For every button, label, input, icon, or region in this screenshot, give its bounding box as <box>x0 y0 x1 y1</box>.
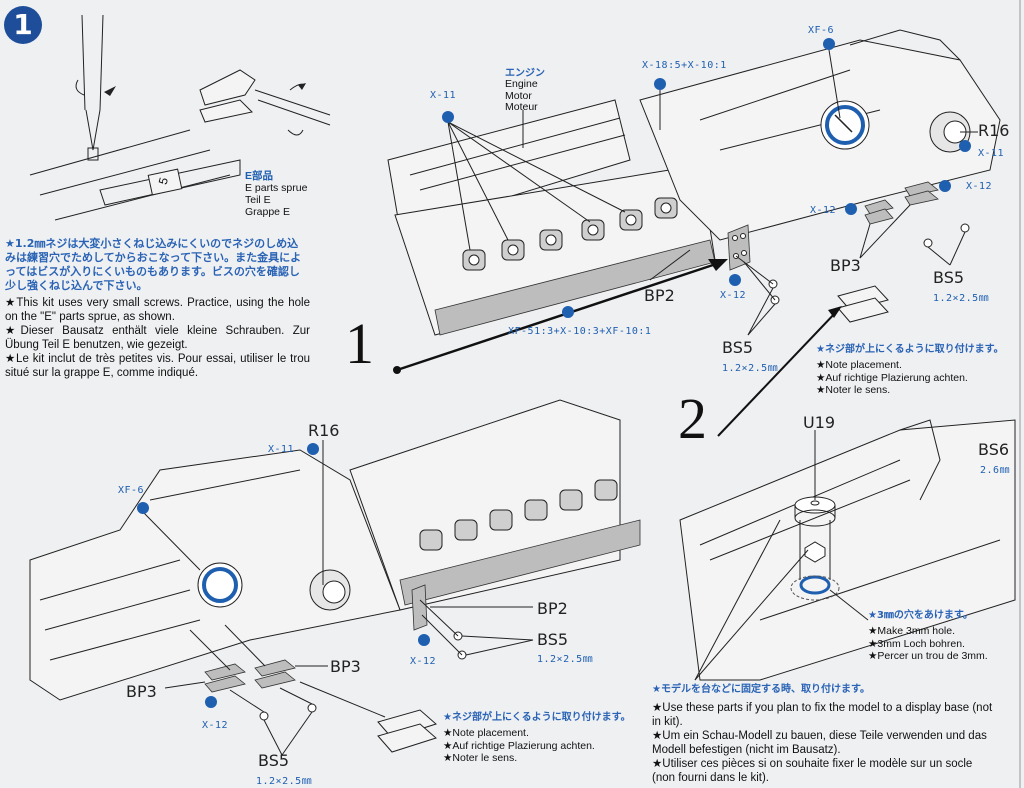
display-note-fr: ★Utiliser ces pièces si on souhaite fixe… <box>652 758 973 784</box>
paint-code-x12-bp3-right: X-12 <box>966 181 993 192</box>
part-label-bs5-bottom: BS5 <box>258 751 290 770</box>
hole-note: ★3㎜の穴をあけます。 ★Make 3mm hole. ★3mm Loch bo… <box>868 609 988 663</box>
paint-code-x18-mix: X-18:5+X-10:1 <box>642 60 727 71</box>
placement-note-top-en: ★Note placement. <box>816 359 902 371</box>
part-label-bp3-bottom-right: BP3 <box>330 657 361 676</box>
display-note-de: ★Um ein Schau-Modell zu bauen, diese Tei… <box>652 730 987 756</box>
placement-note-bottom-jp: ★ネジ部が上にくるように取り付けます。 <box>443 712 631 723</box>
sprue-label-de: Teil E <box>245 194 271 206</box>
screw-size-bs5-top-right: 1.2×2.5㎜ <box>933 293 990 304</box>
engine-label-de: Motor <box>505 89 532 102</box>
hole-note-en: ★Make 3mm hole. <box>868 625 956 637</box>
sprue-label-fr: Grappe E <box>245 206 290 218</box>
part-label-u19: U19 <box>803 413 836 432</box>
paint-code-x12-bp3-bottom: X-12 <box>202 720 229 731</box>
paint-code-x11-bottom: X-11 <box>268 444 295 455</box>
sprue-label: E部品 E parts sprue Teil E Grappe E <box>245 170 307 218</box>
display-note: ★Use these parts if you plan to fix the … <box>652 701 997 785</box>
screw-note-en: ★This kit uses very small screws. Practi… <box>5 297 310 323</box>
placement-note-bottom-de: ★Auf richtige Plazierung achten. <box>443 739 595 752</box>
paint-code-xf51-mix: XF-51:3+X-10:3+XF-10:1 <box>508 326 652 337</box>
screw-size-bs5-bottom: 1.2×2.5㎜ <box>256 776 313 787</box>
part-label-bs5-top-mid: BS5 <box>722 338 754 357</box>
paint-code-x12-bp2-top: X-12 <box>720 290 747 301</box>
part-label-bs5-top-right: BS5 <box>933 268 965 287</box>
engine-label-fr: Moteur <box>505 101 538 113</box>
placement-note-bottom: ★ネジ部が上にくるように取り付けます。 ★Note placement. ★Au… <box>443 711 631 765</box>
engine-label-en: Engine <box>505 78 538 90</box>
step-number-badge: 1 <box>4 6 42 44</box>
screw-size-bs5-top-mid: 1.2×2.5㎜ <box>722 363 779 374</box>
part-label-bs5-bottom-right: BS5 <box>537 630 569 649</box>
paint-code-x12-bp2-bottom: X-12 <box>410 656 437 667</box>
paint-code-xf6-bottom: XF-6 <box>118 485 145 496</box>
placement-note-bottom-en: ★Note placement. <box>443 727 529 739</box>
placement-note-top-de: ★Auf richtige Plazierung achten. <box>816 371 968 384</box>
display-note-jp: ★モデルを台などに固定する時、取り付けます。 <box>652 684 870 695</box>
callout-number-2: 2 <box>678 386 707 451</box>
paint-code-xf6-top: XF-6 <box>808 25 835 36</box>
screw-size-bs5-bottom-right: 1.2×2.5㎜ <box>537 654 594 665</box>
display-note-en: ★Use these parts if you plan to fix the … <box>652 702 993 728</box>
engine-label-jp: エンジン <box>505 68 545 79</box>
sprue-label-jp: E部品 <box>245 170 274 182</box>
screw-note-de: ★Dieser Bausatz enthält viele kleine Sch… <box>5 325 310 351</box>
screw-note-fr: ★Le kit inclut de très petites vis. Pour… <box>5 353 310 379</box>
part-label-r16-top: R16 <box>978 121 1010 140</box>
sprue-label-en: E parts sprue <box>245 182 308 194</box>
screw-note-jp: ★1.2㎜ネジは大変小さくねじ込みにくいのでネジのしめ込みは練習穴でためしてから… <box>5 237 302 292</box>
screw-size-bs6: 2.6㎜ <box>980 465 1011 476</box>
screwdriver-sketch <box>29 14 241 221</box>
engine-label: エンジン Engine Motor Moteur <box>505 68 545 114</box>
part-label-bp3-bottom-left: BP3 <box>126 682 157 701</box>
top-engine-drawing <box>387 29 1001 437</box>
bottom-left-drawing <box>29 399 641 756</box>
paint-code-x11-engine: X-11 <box>430 90 457 101</box>
hole-note-jp: ★3㎜の穴をあけます。 <box>868 610 973 621</box>
part-label-bp2-top: BP2 <box>644 286 675 305</box>
hole-note-fr: ★Percer un trou de 3mm. <box>868 650 988 662</box>
placement-note-bottom-fr: ★Noter le sens. <box>443 752 518 764</box>
placement-note-top-fr: ★Noter le sens. <box>816 384 891 396</box>
part-label-bp3-top: BP3 <box>830 256 861 275</box>
part-label-bp2-bottom: BP2 <box>537 599 568 618</box>
hole-note-de: ★3mm Loch bohren. <box>868 637 965 650</box>
paint-code-x12-bp3-left: X-12 <box>810 205 837 216</box>
bottom-right-drawing <box>679 419 1016 681</box>
bracket-sketch <box>199 69 331 136</box>
placement-note-top-jp: ★ネジ部が上にくるように取り付けます。 <box>816 344 1004 355</box>
screw-note: ★This kit uses very small screws. Practi… <box>5 296 310 380</box>
placement-note-top: ★ネジ部が上にくるように取り付けます。 ★Note placement. ★Au… <box>816 343 1004 397</box>
part-label-r16-bottom: R16 <box>308 421 340 440</box>
part-label-bs6: BS6 <box>978 440 1010 459</box>
paint-code-x11-r16: X-11 <box>978 148 1005 159</box>
callout-number-1: 1 <box>345 311 374 376</box>
